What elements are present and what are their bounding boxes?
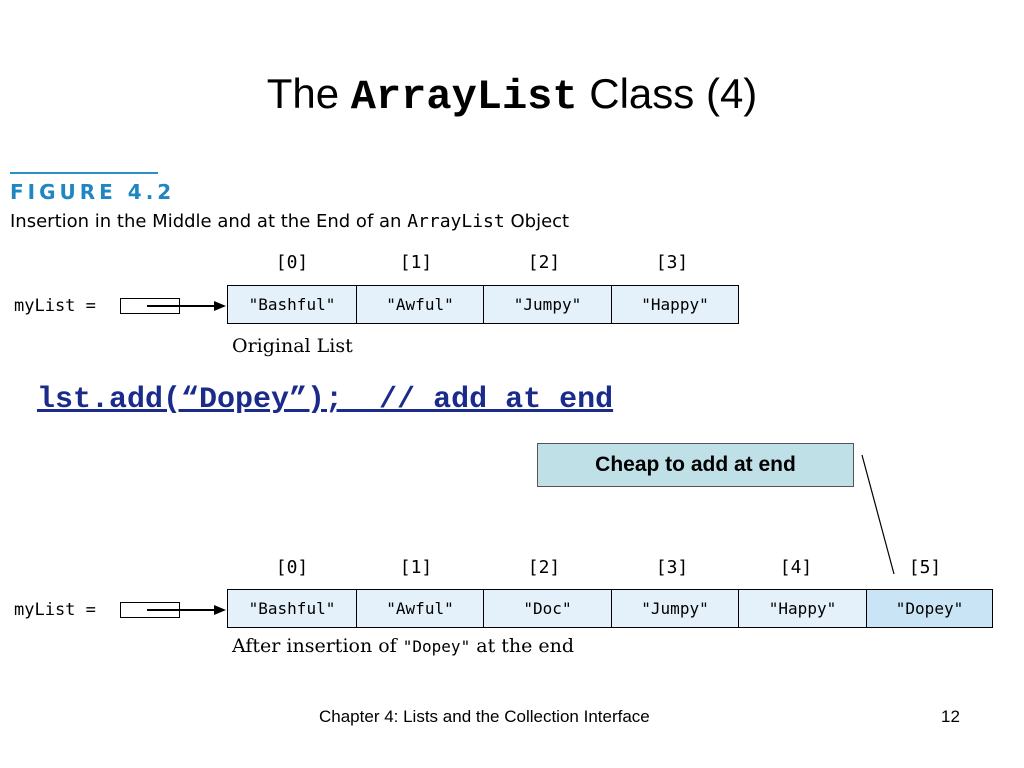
original-index-0: [0] [275,252,309,273]
after-caption-code: "Dopey" [402,637,471,656]
after-index-5: [5] [908,557,942,578]
after-cell-5: "Dopey" [866,590,992,627]
after-var-label: myList = [14,600,96,620]
figure-label: FIGURE 4.2 [10,180,176,204]
original-reference-box [120,298,180,314]
slide-title: The ArrayList Class (4) [0,66,1024,125]
footer-chapter: Chapter 4: Lists and the Collection Inte… [319,707,650,726]
original-arrow-head [214,301,226,311]
after-index-3: [3] [655,557,689,578]
callout-text: Cheap to add at end [595,453,796,476]
figure-caption-suffix: Object [510,211,570,232]
after-list-caption: After insertion of "Dopey" at the end [232,635,574,657]
after-cell-3: "Jumpy" [611,590,738,627]
after-index-1: [1] [399,557,433,578]
callout-box: Cheap to add at end [537,443,854,487]
after-caption-prefix: After insertion of [232,635,397,657]
after-caption-suffix: at the end [476,635,575,657]
original-index-3: [3] [655,252,689,273]
original-list-caption: Original List [232,335,353,357]
original-index-1: [1] [399,252,433,273]
original-var-label: myList = [14,296,96,316]
after-cell-1: "Awful" [356,590,483,627]
figure-caption: Insertion in the Middle and at the End o… [10,211,569,232]
after-cell-0: "Bashful" [228,590,356,627]
original-cell-3: "Happy" [611,286,738,323]
original-index-2: [2] [527,252,561,273]
figure-rule [10,172,158,174]
figure-caption-prefix: Insertion in the Middle and at the End o… [10,211,402,232]
after-arrow-line [178,609,216,611]
after-array: "Bashful" "Awful" "Doc" "Jumpy" "Happy" … [227,589,993,628]
original-cell-0: "Bashful" [228,286,356,323]
code-line: lst.add(“Dopey”); // add at end [37,383,614,417]
original-arrow-line [178,305,216,307]
title-prefix: The [266,70,340,117]
after-index-4: [4] [779,557,813,578]
original-cell-2: "Jumpy" [483,286,611,323]
after-index-2: [2] [527,557,561,578]
figure-caption-code: ArrayList [407,211,505,232]
after-index-0: [0] [275,557,309,578]
callout-pointer-line [861,454,895,575]
original-array: "Bashful" "Awful" "Jumpy" "Happy" [227,285,739,324]
original-cell-1: "Awful" [356,286,483,323]
after-cell-2: "Doc" [483,590,611,627]
after-cell-4: "Happy" [738,590,866,627]
after-reference-box [120,602,180,618]
footer-page-number: 12 [941,707,960,726]
title-code: ArrayList [350,73,578,121]
title-suffix: Class (4) [589,70,758,117]
after-arrow-head [214,605,226,615]
